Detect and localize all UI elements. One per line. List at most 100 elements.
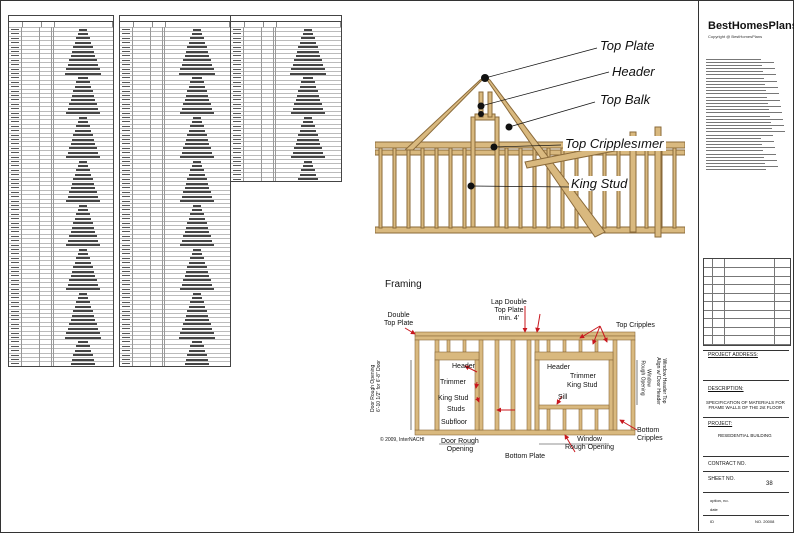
grid-col — [774, 259, 775, 345]
cell-mark — [11, 257, 19, 259]
cell-mark — [11, 81, 19, 83]
cell-mark — [301, 169, 315, 172]
cell-mark — [11, 205, 19, 206]
cell-mark — [11, 363, 19, 365]
label-header: Header — [612, 64, 655, 79]
cell-mark — [69, 147, 97, 150]
cell-mark — [66, 288, 100, 291]
label-door-rough-vertical: Door Rough Opening 6'-10 1/2" for 6'-8" … — [369, 360, 382, 412]
cell-mark — [187, 46, 207, 49]
table-row — [231, 93, 341, 94]
stud — [630, 339, 636, 431]
cell-mark — [122, 165, 130, 167]
cell-mark — [291, 68, 325, 71]
table-row — [120, 137, 230, 138]
table-row — [120, 308, 230, 310]
cell-mark — [122, 231, 130, 233]
note-line — [706, 87, 778, 88]
cell-mark — [76, 301, 90, 304]
cell-mark — [122, 341, 130, 343]
cell-mark — [11, 117, 19, 118]
table-row — [9, 273, 113, 275]
table-row — [231, 132, 341, 134]
table-row — [231, 159, 341, 160]
cell-mark — [11, 306, 19, 308]
cell-mark — [233, 147, 241, 149]
cell-mark — [187, 310, 207, 313]
cell-mark — [69, 191, 97, 194]
cell-mark — [188, 349, 206, 352]
cell-mark — [301, 37, 315, 40]
cell-mark — [122, 161, 130, 162]
cell-mark — [11, 227, 19, 228]
table-row — [9, 308, 113, 310]
cell-mark — [122, 310, 130, 312]
cell-mark — [122, 319, 130, 321]
cell-mark — [11, 86, 19, 88]
cell-mark — [11, 222, 19, 224]
cell-mark — [302, 164, 314, 167]
cell-mark — [122, 46, 130, 48]
cell-mark — [11, 130, 19, 132]
cripple-stud — [546, 408, 551, 431]
table-title-bar — [231, 16, 341, 22]
cell-mark — [122, 350, 130, 352]
table-row — [9, 330, 113, 332]
table-row — [9, 84, 113, 86]
note-line — [706, 147, 775, 148]
cell-mark — [184, 362, 210, 365]
table-row — [9, 163, 113, 165]
cell-mark — [11, 218, 19, 220]
note-line — [706, 160, 777, 161]
note-line — [706, 62, 774, 63]
table-row — [9, 66, 113, 68]
divider — [703, 350, 789, 351]
note-line — [706, 78, 764, 79]
cell-mark — [122, 134, 130, 136]
cell-mark — [11, 147, 19, 149]
table-row — [9, 35, 113, 37]
cell-mark — [70, 186, 96, 189]
table-row — [9, 106, 113, 108]
cripple-stud — [594, 408, 599, 431]
grid-row — [704, 275, 790, 277]
column-rule — [21, 27, 22, 366]
table-row — [231, 167, 341, 169]
wall-stud — [378, 147, 383, 229]
cell-mark — [180, 112, 214, 115]
table-title-bar — [120, 16, 230, 22]
table-row — [120, 75, 230, 77]
table-title-bar — [9, 16, 113, 22]
cell-mark — [233, 178, 241, 180]
column-rule — [261, 27, 262, 181]
cell-mark — [304, 116, 312, 119]
cell-mark — [291, 156, 325, 159]
cell-mark — [11, 161, 19, 162]
general-notes — [706, 56, 786, 172]
cell-mark — [122, 130, 130, 132]
table-row — [120, 123, 230, 125]
label-door-rough-opening: Door Rough Opening — [441, 438, 479, 453]
cell-mark — [11, 297, 19, 299]
cell-mark — [184, 142, 210, 145]
table-row — [9, 97, 113, 99]
cell-mark — [76, 169, 90, 172]
cell-mark — [191, 208, 203, 211]
cell-mark — [122, 218, 130, 220]
contract-no-label: CONTRACT NO. — [708, 461, 746, 467]
table-row — [120, 176, 230, 178]
cell-mark — [122, 266, 130, 268]
cell-mark — [186, 94, 208, 97]
cell-mark — [233, 143, 241, 145]
cell-mark — [70, 54, 96, 57]
table-row — [231, 49, 341, 50]
grid-row — [704, 301, 790, 302]
cell-mark — [233, 59, 241, 61]
cell-mark — [122, 205, 130, 206]
cell-mark — [11, 152, 19, 154]
table-row — [231, 119, 341, 121]
cell-mark — [180, 288, 214, 291]
cell-mark — [74, 261, 92, 264]
table-row — [9, 352, 113, 354]
cell-mark — [11, 143, 19, 145]
